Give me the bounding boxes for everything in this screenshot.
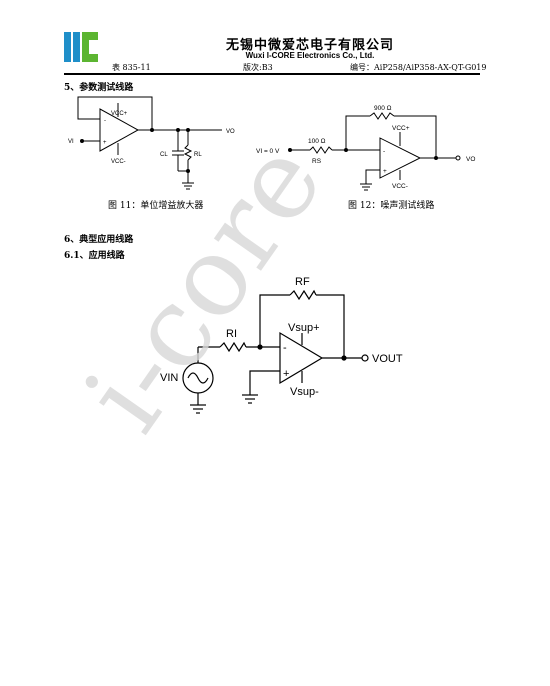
- vsup-plus-label: Vsup+: [288, 322, 320, 334]
- rf-label: RF: [295, 276, 310, 288]
- section-5-title: 5、参数测试线路: [64, 83, 134, 93]
- vcc-plus-label: VCC+: [392, 125, 410, 132]
- opamp-minus: -: [283, 342, 287, 354]
- ri-label: RI: [226, 328, 237, 340]
- vi-label: VI = 0 V: [256, 148, 280, 155]
- opamp-plus: +: [103, 140, 107, 146]
- vo-label: VO: [466, 156, 475, 163]
- opamp-triangle: [379, 137, 422, 179]
- vcc-minus-label: VCC-: [111, 159, 126, 165]
- vcc-plus-label: VCC+: [111, 111, 128, 117]
- opamp-plus: +: [283, 368, 289, 380]
- opamp-plus: +: [383, 168, 387, 175]
- rl-label: RL: [194, 152, 202, 158]
- opamp-triangle: [99, 108, 140, 152]
- feedback-resistor-label: 900 Ω: [374, 105, 392, 112]
- company-name-en: Wuxi I-CORE Electronics Co., Ltd.: [245, 51, 375, 60]
- form-number: 表 835-11: [112, 63, 151, 72]
- figure-11-caption: 图 11：单位增益放大器: [108, 201, 204, 211]
- section-6-title: 6、典型应用线路: [64, 235, 134, 245]
- opamp-minus: -: [383, 148, 385, 155]
- section-6-1-title: 6.1、应用线路: [64, 251, 125, 261]
- vcc-minus-label: VCC-: [392, 183, 408, 190]
- company-name-cn: 无锡中微爱芯电子有限公司: [225, 38, 394, 53]
- company-logo: [64, 32, 98, 62]
- rs-label: RS: [312, 158, 322, 165]
- vsup-minus-label: Vsup-: [290, 386, 319, 398]
- opamp-triangle: [279, 331, 324, 385]
- vout-label: VOUT: [372, 353, 403, 365]
- figure-11-unity-gain: - + VCC+ VCC- VI VO CL RL: [68, 96, 235, 190]
- opamp-minus: -: [104, 118, 106, 124]
- figure-12-noise-test: - + 900 Ω 100 Ω RS VI = 0 V VO VCC+ VCC-: [256, 105, 475, 191]
- figure-12-caption: 图 12：噪声测试线路: [348, 201, 435, 211]
- version: 版次:B3: [243, 63, 273, 72]
- document-number: 编号：AiP258/AiP358-AX-QT-G019: [350, 63, 487, 72]
- input-resistor-label: 100 Ω: [308, 138, 326, 145]
- application-circuit: - + RF RI Vsup+ Vsup- VIN VOUT: [160, 276, 403, 414]
- header-divider: [64, 73, 480, 75]
- vi-label: VI: [68, 139, 74, 145]
- vo-label: VO: [226, 129, 235, 135]
- vin-label: VIN: [160, 372, 178, 384]
- cl-label: CL: [160, 152, 168, 158]
